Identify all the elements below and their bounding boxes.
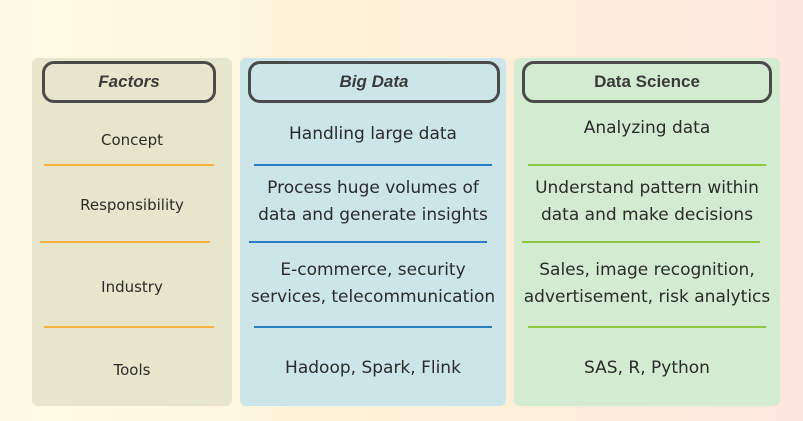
big-data-tools: Hadoop, Spark, Flink	[285, 357, 461, 378]
big-data-concept: Handling large data	[289, 123, 457, 144]
factor-industry: Industry	[101, 277, 163, 296]
divider	[249, 241, 487, 243]
divider	[522, 241, 760, 243]
big-data-industry: E-commerce, security services, telecommu…	[250, 260, 496, 307]
factors-header: Factors	[42, 61, 216, 103]
big-data-responsibility: Process huge volumes of data and generat…	[258, 178, 488, 225]
big-data-column	[240, 58, 506, 406]
divider	[528, 164, 766, 166]
divider	[528, 326, 766, 328]
data-science-column	[514, 58, 780, 406]
factor-concept: Concept	[100, 130, 164, 149]
divider	[40, 241, 210, 243]
divider	[254, 326, 492, 328]
data-science-concept: Analyzing data	[583, 117, 711, 138]
divider	[44, 326, 214, 328]
big-data-header: Big Data	[248, 61, 500, 103]
data-science-tools: SAS, R, Python	[584, 357, 710, 378]
factor-responsibility: Responsibility	[80, 195, 184, 214]
divider	[254, 164, 492, 166]
data-science-header: Data Science	[522, 61, 772, 103]
factor-tools: Tools	[113, 360, 151, 379]
data-science-industry: Sales, image recognition, advertisement,…	[523, 260, 771, 307]
divider	[44, 164, 214, 166]
factors-column	[32, 58, 232, 406]
data-science-responsibility: Understand pattern within data and make …	[535, 178, 759, 225]
